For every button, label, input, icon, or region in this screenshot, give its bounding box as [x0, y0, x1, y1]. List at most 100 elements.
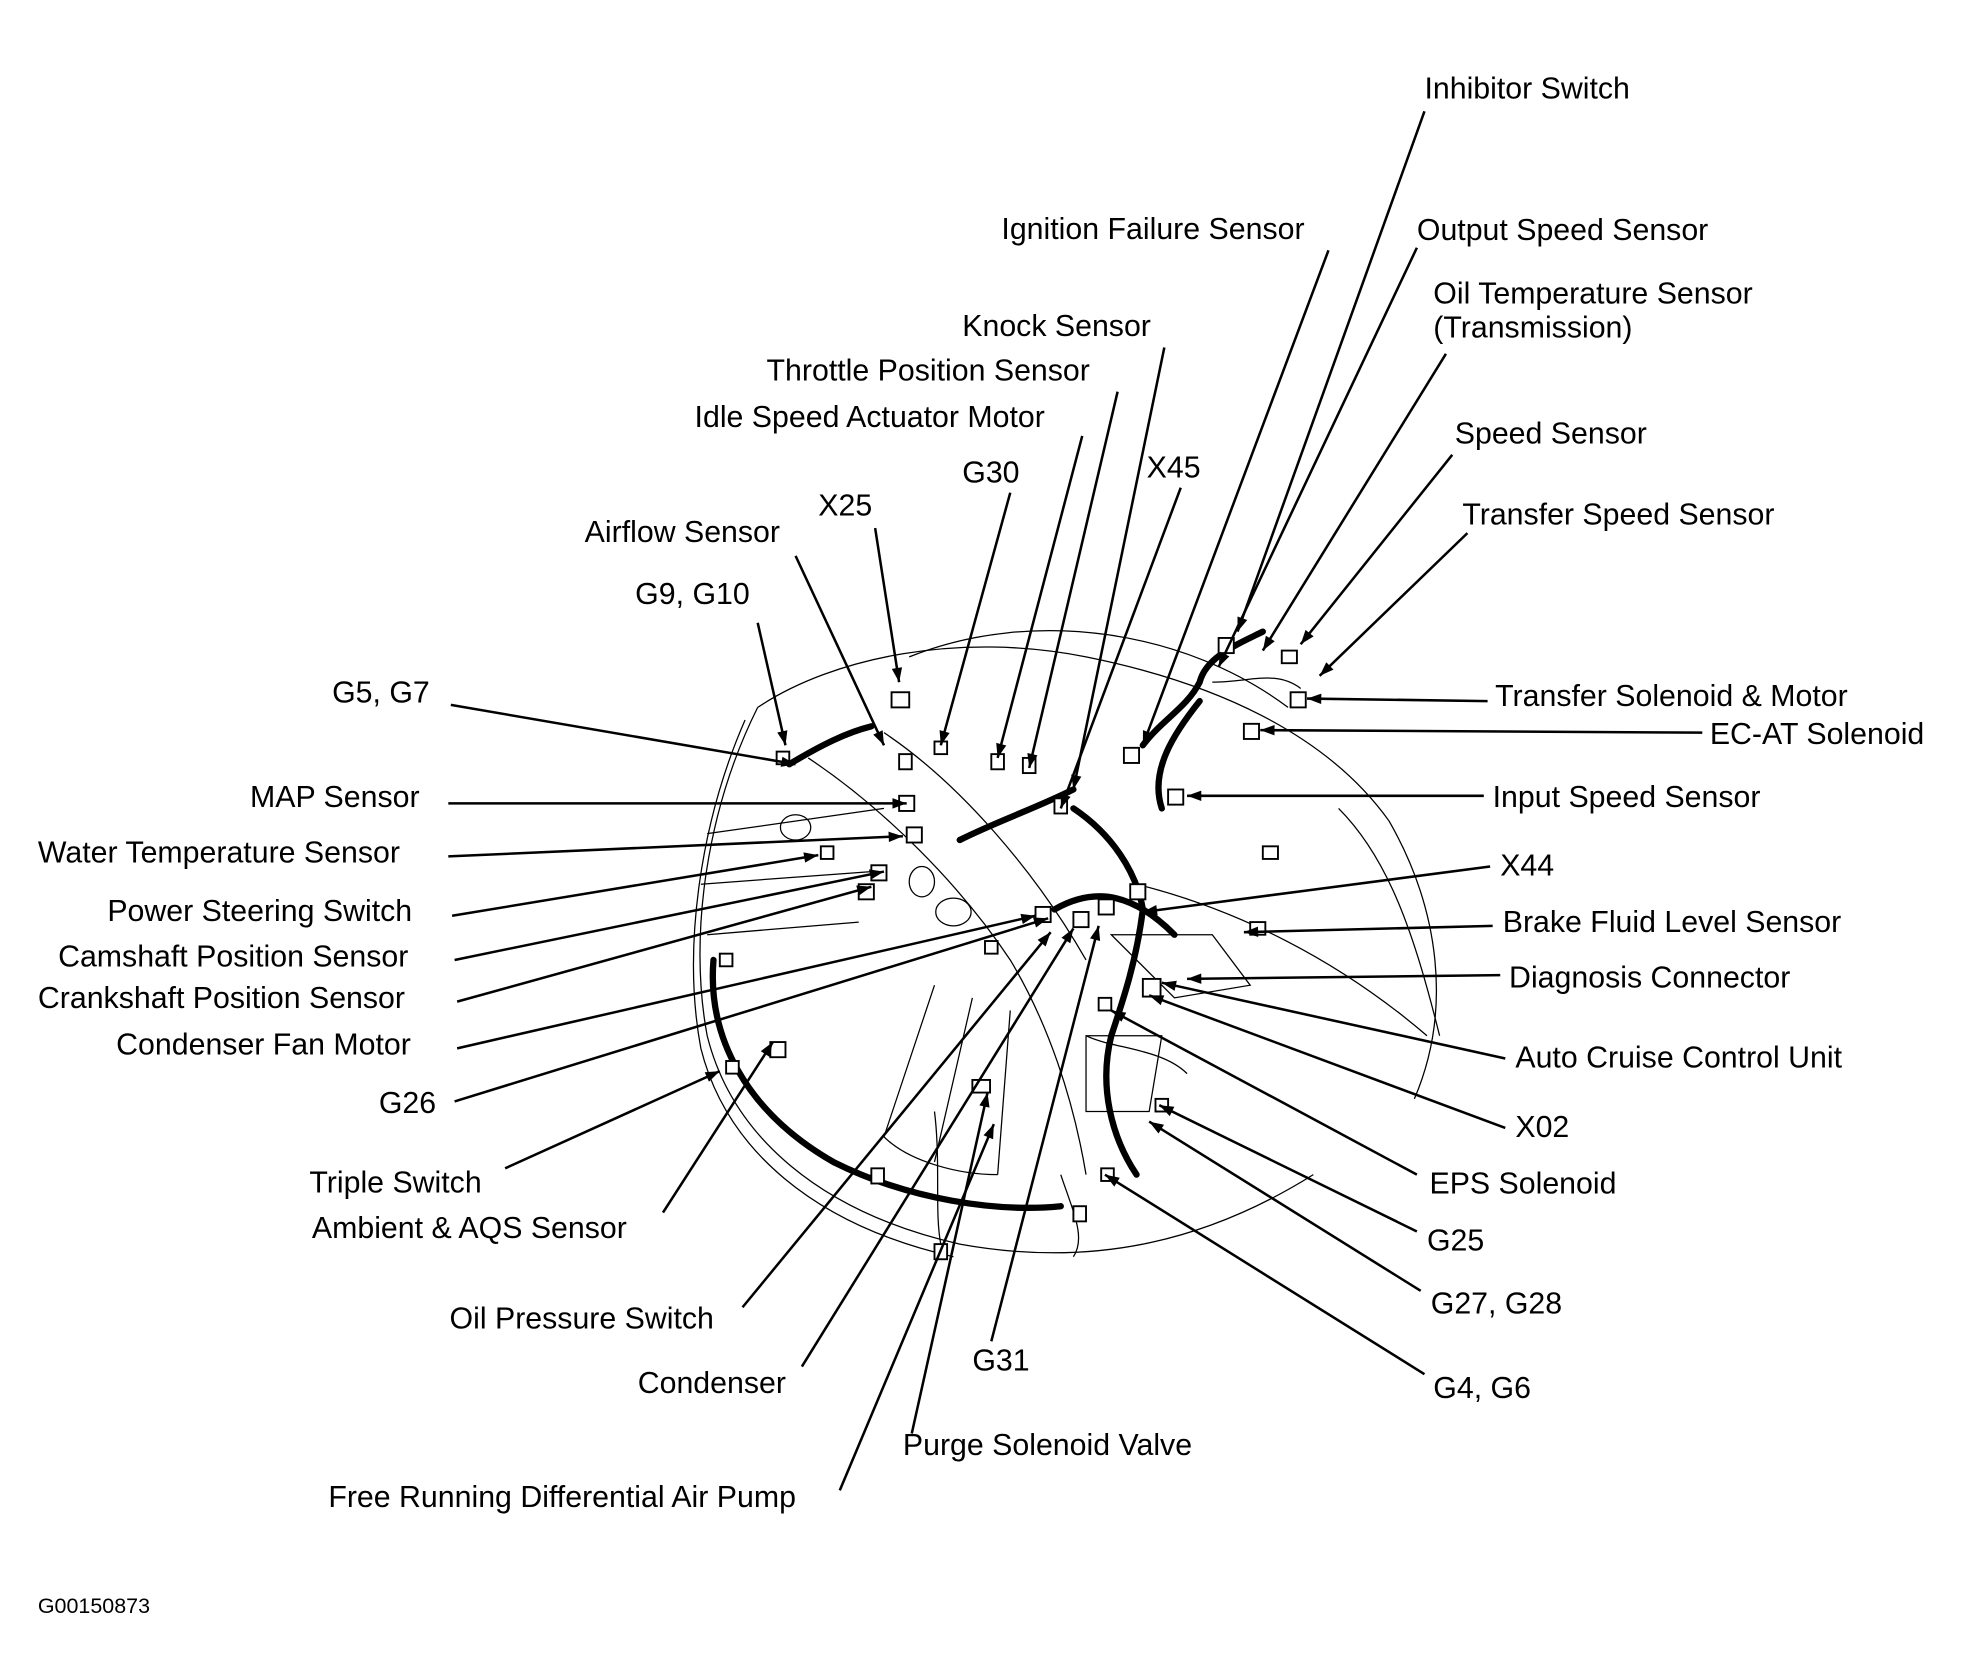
leader-line [1243, 924, 1493, 934]
label-transfer-solenoid-motor: Transfer Solenoid & Motor [1495, 680, 1848, 713]
leader-line [1318, 532, 1469, 677]
figure-code: G00150873 [38, 1594, 150, 1618]
label-inhibitor-switch: Inhibitor Switch [1424, 73, 1629, 106]
leader-line [990, 925, 1100, 1342]
label-output-speed-sensor: Output Speed Sensor [1417, 214, 1708, 247]
arrowhead-icon [979, 1092, 990, 1108]
leader-line [1072, 347, 1166, 790]
arrowhead-icon [1262, 635, 1275, 651]
leader-line [1161, 981, 1506, 1060]
leader-line [454, 870, 885, 962]
label-free-running-differential-air-pump: Free Running Differential Air Pump [328, 1481, 796, 1514]
label-ignition-failure-sensor: Ignition Failure Sensor [1001, 213, 1304, 246]
arrowhead-icon [873, 730, 884, 746]
label-x02: X02 [1515, 1111, 1569, 1144]
arrowhead-icon [1020, 913, 1036, 925]
label-auto-cruise-control-unit: Auto Cruise Control Unit [1515, 1041, 1842, 1074]
label-g27-g28: G27, G28 [1431, 1288, 1562, 1321]
arrowhead-icon [1111, 1010, 1127, 1022]
leader-line [456, 885, 872, 1003]
leader-line [838, 1123, 996, 1491]
leader-line [800, 927, 1075, 1368]
arrowhead-icon [1090, 925, 1101, 941]
arrowhead-icon [891, 667, 903, 683]
leader-line [1260, 728, 1703, 734]
label-throttle-position-sensor: Throttle Position Sensor [767, 354, 1090, 387]
label-oil-pressure-switch: Oil Pressure Switch [450, 1303, 714, 1336]
arrowhead-icon [939, 730, 950, 746]
leader-line [1299, 454, 1454, 646]
label-g26: G26 [379, 1087, 436, 1120]
arrowhead-icon [1027, 752, 1038, 769]
arrowhead-icon [1061, 928, 1074, 944]
arrowhead-icon [1142, 730, 1153, 746]
arrowhead-icon [1307, 693, 1322, 704]
label-ambient-aqs-sensor: Ambient & AQS Sensor [312, 1212, 627, 1245]
label-speed-sensor: Speed Sensor [1455, 417, 1647, 450]
leader-line [1141, 249, 1330, 746]
arrowhead-icon [1060, 793, 1071, 809]
label-oil-temperature-sensor-sub: (Transmission) [1433, 311, 1632, 344]
label-power-steering-switch: Power Steering Switch [107, 895, 412, 928]
leader-line [456, 914, 1036, 1050]
label-g4-g6: G4, G6 [1433, 1372, 1531, 1405]
leader-lines [448, 110, 1703, 1491]
arrowhead-icon [1142, 904, 1158, 916]
arrowhead-icon [1319, 662, 1334, 676]
label-triple-switch: Triple Switch [309, 1166, 481, 1199]
arrowhead-icon [983, 1124, 994, 1140]
leader-line [1142, 865, 1491, 914]
leader-line [910, 1092, 989, 1434]
arrowhead-icon [996, 742, 1007, 758]
leader-line [1158, 1104, 1418, 1233]
arrowhead-icon [1161, 980, 1177, 991]
leader-line [504, 1069, 721, 1170]
label-airflow-sensor: Airflow Sensor [585, 516, 780, 549]
label-camshaft-position-sensor: Camshaft Position Sensor [58, 940, 408, 973]
label-condenser: Condenser [638, 1367, 786, 1400]
label-g30: G30 [962, 457, 1019, 490]
callout-labels: Inhibitor Switch Ignition Failure Sensor… [38, 73, 1924, 1618]
arrowhead-icon [760, 1042, 773, 1057]
label-transfer-speed-sensor: Transfer Speed Sensor [1462, 498, 1774, 531]
leader-line [741, 931, 1052, 1309]
leader-line [1236, 110, 1426, 633]
leader-line [1187, 973, 1501, 981]
leader-line [1217, 247, 1419, 668]
arrowhead-icon [1071, 774, 1082, 790]
engine-compartment-drawing [692, 628, 1441, 1261]
leader-line [1148, 994, 1506, 1130]
connectors [718, 637, 1307, 1261]
label-g5-g7: G5, G7 [332, 676, 430, 709]
arrowhead-icon [1104, 1174, 1120, 1187]
leader-line [1307, 697, 1488, 703]
leader-line [1104, 1173, 1426, 1376]
arrowhead-icon [1187, 790, 1202, 801]
label-input-speed-sensor: Input Speed Sensor [1493, 781, 1761, 814]
label-crankshaft-position-sensor: Crankshaft Position Sensor [38, 982, 405, 1015]
label-x25: X25 [818, 489, 872, 522]
arrowhead-icon [803, 852, 819, 863]
label-g9-g10: G9, G10 [635, 578, 750, 611]
leader-line [661, 1041, 774, 1214]
arrowhead-icon [888, 831, 903, 843]
leader-line [873, 527, 901, 683]
leader-line [450, 703, 796, 766]
leader-line [1261, 353, 1448, 652]
arrowhead-icon [704, 1071, 720, 1082]
leader-line [1059, 487, 1182, 809]
arrowhead-icon [1037, 932, 1051, 947]
label-idle-speed-actuator-motor: Idle Speed Actuator Motor [695, 401, 1045, 434]
arrowhead-icon [1149, 995, 1165, 1006]
label-x45: X45 [1147, 452, 1201, 485]
arrowhead-icon [868, 869, 884, 880]
label-condenser-fan-motor: Condenser Fan Motor [116, 1029, 411, 1062]
label-knock-sensor: Knock Sensor [962, 310, 1151, 343]
arrowhead-icon [1300, 629, 1314, 645]
label-brake-fluid-level-sensor: Brake Fluid Level Sensor [1503, 906, 1842, 939]
label-water-temperature-sensor: Water Temperature Sensor [38, 837, 400, 870]
label-eps-solenoid: EPS Solenoid [1430, 1168, 1617, 1201]
label-g25: G25 [1427, 1224, 1484, 1257]
leader-line [939, 492, 1012, 746]
